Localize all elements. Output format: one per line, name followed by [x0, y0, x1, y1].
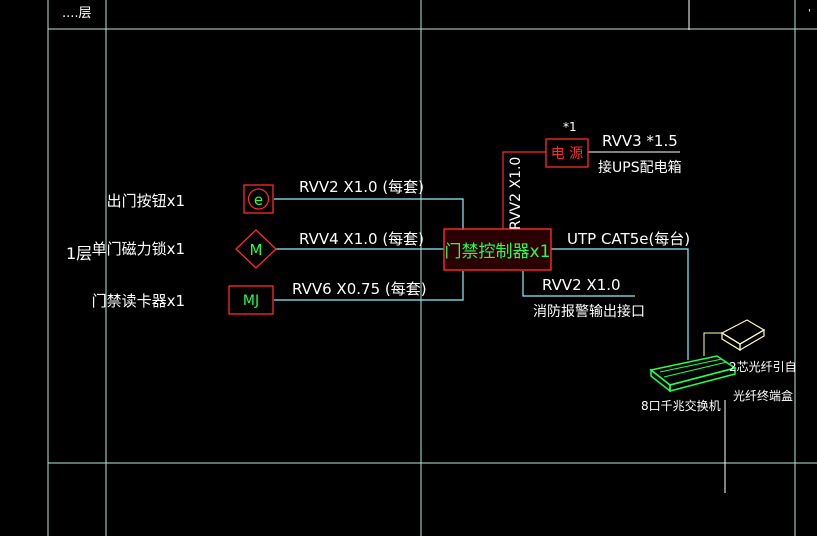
top-floor-label: ....层: [62, 6, 92, 21]
card-reader-symbol: [228, 285, 274, 315]
card-reader-glyph: MJ: [243, 293, 259, 309]
exit-button-cable-label: RVV2 X1.0 (每套): [299, 178, 424, 196]
magnetic-lock-cable-label: RVV4 X1.0 (每套): [299, 230, 424, 248]
fire-alarm-label: 消防报警输出接口: [533, 303, 645, 320]
reader-wire: [274, 271, 464, 301]
floor-label: 1层: [66, 244, 92, 263]
corner-mark: ': [808, 8, 811, 19]
fire-alarm-cable-label: RVV2 X1.0: [542, 276, 621, 294]
power-ups-note: 接UPS配电箱: [598, 159, 682, 176]
power-supply-box: [545, 138, 589, 168]
fiber-label-line2: 光纤终端盒: [733, 388, 793, 403]
network-cable-label: UTP CAT5e(每台): [567, 230, 690, 248]
power-mark: *1: [563, 120, 577, 134]
card-reader-cable-label: RVV6 X0.75 (每套): [292, 280, 427, 298]
exit-button-symbol: [243, 184, 274, 214]
power-supply-label: 电 源: [551, 146, 583, 162]
network-wire: [551, 248, 689, 360]
exit-button-circle: [247, 188, 270, 210]
fiber-label-line1: 2芯光纤引自: [729, 360, 797, 374]
exit-button-label: 出门按钮x1: [107, 192, 185, 210]
access-controller-label: 门禁控制器x1: [445, 242, 551, 262]
magnetic-lock-label: 单门磁力锁x1: [92, 240, 185, 258]
fiber-terminal-box-icon: [720, 319, 766, 352]
card-reader-label: 门禁读卡器x1: [92, 292, 185, 310]
network-switch-icon: [649, 355, 737, 393]
power-top-cable-label: RVV3 *1.5: [602, 132, 678, 150]
exit-button-wire: [274, 198, 464, 230]
magnetic-lock-glyph: M: [250, 241, 263, 259]
fire-alarm-wire: [522, 271, 635, 297]
wires: [274, 198, 689, 360]
network-switch-label: 8口千兆交换机: [641, 398, 721, 413]
fiber-link-line: [703, 332, 722, 356]
power-wire: [502, 151, 546, 229]
access-controller-box: [443, 228, 552, 271]
grid-lines: [47, 0, 817, 536]
exit-button-glyph: e: [254, 191, 263, 209]
magnetic-lock-symbol: [235, 229, 277, 269]
power-cable-label: RVV2 X1.0: [508, 157, 524, 230]
